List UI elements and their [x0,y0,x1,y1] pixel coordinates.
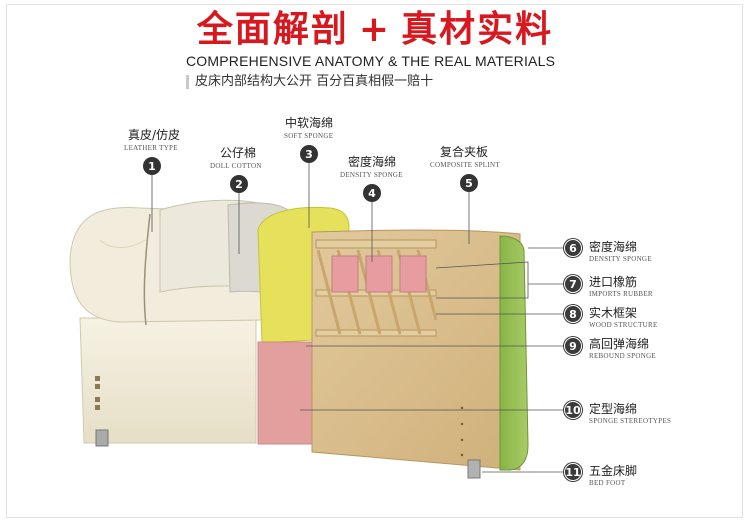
title-plus: + [358,9,392,50]
callout-3-label-en: SOFT SPONGE [284,132,334,140]
callout-10-label: 定型海绵 [589,402,638,416]
callout-4-label: 密度海绵 [348,155,397,169]
callout-5-label: 复合夹板 [440,145,489,159]
title-part2: 真材实料 [401,9,554,50]
density-sponge-block-b [365,255,393,293]
callout-6-label: 密度海绵 [589,240,638,254]
callout-1-marker: 1 [143,157,161,175]
leather-base-panel [79,317,257,444]
subtitle-english: COMPREHENSIVE ANATOMY & THE REAL MATERIA… [186,53,556,69]
image-frame [6,4,743,518]
callout-2-label-en: DOLL COTTON [210,162,262,170]
density-sponge-block-a [331,255,359,293]
callout-9-label-en: REBOUND SPONGE [589,352,657,360]
callout-8-marker: 8 [564,305,582,323]
leather-seam [143,213,151,326]
callout-7-label: 进口橡筋 [589,275,638,289]
callout-10-marker: 10 [564,401,582,419]
callout-4-label-en: DENSITY SPONGE [340,171,403,179]
callout-7-marker: 7 [564,275,582,293]
callout-3-marker: 3 [300,145,318,163]
callout-6-label-en: DENSITY SPONGE [589,255,652,263]
side-density-sponge [499,235,529,471]
callout-2-label: 公仔棉 [220,146,257,160]
callout-11-marker: 11 [564,463,582,481]
callout-11-label-en: BED FOOT [589,479,626,487]
bed-foot-right [467,459,481,479]
callout-6-marker: 6 [564,239,582,257]
wood-frame-rail-top [315,239,437,249]
callout-5-label-en: COMPOSITE SPLINT [430,161,500,169]
callout-2-marker: 2 [230,175,248,193]
density-sponge-block-c [399,255,427,293]
callout-8-label: 实木框架 [589,306,638,320]
callout-9-label: 高回弹海绵 [589,337,650,351]
callout-10-label-en: SPONGE STEREOTYPES [589,417,672,425]
subtitle-chinese: 皮床内部结构大公开 百分百真相假一赔十 [186,75,433,89]
callout-3-label: 中软海绵 [285,116,334,130]
bed-foot-left [95,429,109,447]
callout-1-label: 真皮/仿皮 [128,128,181,142]
callout-5-marker: 5 [460,174,478,192]
callout-7-label-en: IMPORTS RUBBER [589,290,653,298]
wood-frame-rail-low [315,329,437,337]
callout-9-marker: 9 [564,337,582,355]
callout-11-label: 五金床脚 [589,464,638,478]
callout-1-label-en: LEATHER TYPE [124,144,178,152]
callout-8-label-en: WOOD STRUCTURE [589,321,658,329]
callout-4-marker: 4 [363,184,381,202]
page-title: 全面解剖+真材实料 [0,8,750,52]
rebound-sponge-block [257,341,315,445]
title-part1: 全面解剖 [196,9,349,50]
